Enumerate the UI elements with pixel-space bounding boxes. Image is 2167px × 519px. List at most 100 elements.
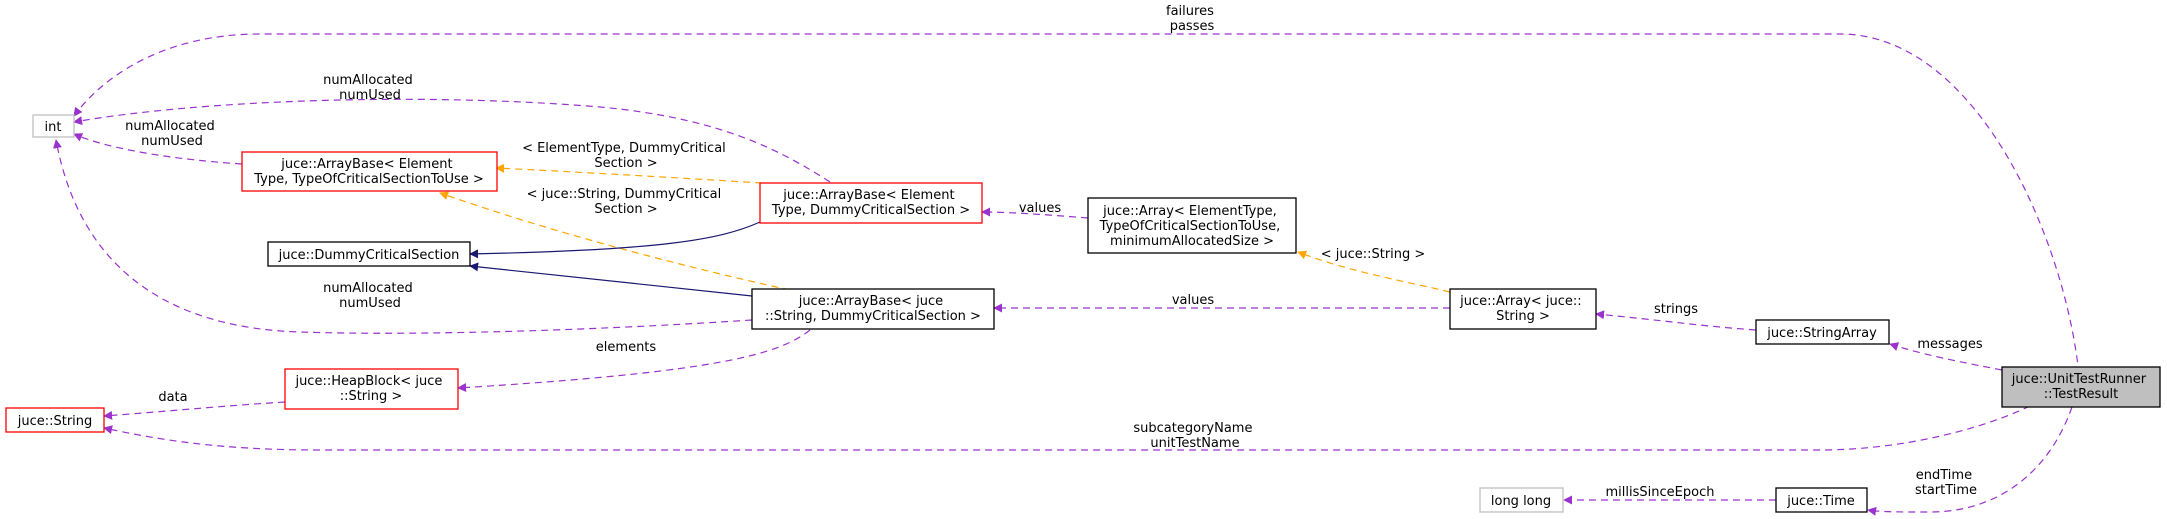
node-label: juce::Array< juce:: String > — [1459, 294, 1586, 324]
node-label-line: TypeOfCriticalSectionToUse, — [1099, 219, 1281, 234]
node-box — [267, 241, 471, 267]
node-label: juce::Time — [1786, 494, 1855, 509]
label-line: subcategoryName — [1133, 421, 1252, 436]
edge-strings — [1595, 310, 1757, 331]
label-line: unitTestName — [1150, 436, 1239, 451]
node-label: juce::UnitTestRunner ::TestResult — [2011, 372, 2150, 402]
node-label: juce::Array< ElementType, TypeOfCritical… — [1099, 204, 1285, 249]
label-template-string-dcs: < juce::String, DummyCritical Section > — [527, 187, 726, 217]
node-label-line: Type, TypeOfCriticalSectionToUse > — [253, 172, 484, 187]
label-line: numUsed — [339, 88, 401, 103]
node-box — [2001, 366, 2161, 408]
label-template-element-dcs: < ElementType, DummyCritical Section > — [522, 141, 730, 171]
node-stringarray[interactable]: juce::StringArray — [1755, 319, 1890, 345]
label-values-mid: values — [1172, 293, 1215, 308]
node-box — [1775, 487, 1868, 513]
edge-template-string — [1297, 250, 1451, 293]
node-label-line: juce::UnitTestRunner — [2011, 372, 2147, 387]
node-label-line: juce::ArrayBase< Element — [782, 188, 954, 203]
node-label-line: juce::Array< ElementType, — [1102, 204, 1277, 219]
node-box — [32, 114, 75, 138]
label-strings: strings — [1654, 302, 1698, 317]
node-box — [1755, 319, 1890, 345]
node-label: juce::String — [17, 414, 93, 429]
node-label-line: ::TestResult — [2044, 387, 2119, 402]
node-label-line: juce::Array< juce:: — [1459, 294, 1582, 309]
label-endtime-starttime: endTime startTime — [1915, 468, 1977, 498]
label-numalloc-bottom: numAllocated numUsed — [323, 281, 417, 311]
node-box — [1449, 288, 1597, 330]
edge-labels: failures passes numAllocated numUsed num… — [125, 4, 1983, 500]
node-box — [5, 407, 105, 433]
node-label: juce::DummyCriticalSection — [278, 248, 460, 263]
label-line: numUsed — [339, 296, 401, 311]
node-label-line: Type, DummyCriticalSection > — [771, 203, 970, 218]
label-line: passes — [1170, 19, 1215, 34]
label-line: startTime — [1915, 483, 1977, 498]
edge-template-element-dcs — [495, 163, 763, 184]
node-label-line: ::String > — [340, 389, 403, 404]
nodes: int juce::ArrayBase< Element Type, TypeO… — [5, 114, 2161, 513]
node-label: juce::ArrayBase< Element Type, TypeOfCri… — [253, 157, 484, 187]
node-arraybase-generic[interactable]: juce::ArrayBase< Element Type, TypeOfCri… — [241, 151, 498, 192]
edge-elements — [457, 329, 811, 392]
node-juce-time[interactable]: juce::Time — [1775, 487, 1868, 513]
node-box — [241, 151, 498, 192]
node-long-long[interactable]: long long — [1479, 487, 1564, 513]
node-label: int — [45, 120, 62, 135]
label-line: endTime — [1916, 468, 1972, 483]
label-line: numAllocated — [125, 119, 215, 134]
label-line: numAllocated — [323, 73, 413, 88]
label-line: numAllocated — [323, 281, 413, 296]
edge-numalloc-top — [73, 98, 831, 183]
label-line: numUsed — [141, 134, 203, 149]
edge-endtime-starttime — [1867, 406, 2073, 516]
node-juce-string[interactable]: juce::String — [5, 407, 105, 433]
node-box — [751, 288, 995, 330]
label-line: Section > — [594, 156, 657, 171]
label-template-string: < juce::String > — [1321, 247, 1426, 262]
label-millis: millisSinceEpoch — [1606, 485, 1715, 500]
edges — [53, 33, 2081, 516]
node-arraybase-string-dcs[interactable]: juce::ArrayBase< juce ::String, DummyCri… — [751, 288, 995, 330]
edge-inherit-string-dcs — [469, 262, 753, 297]
node-label-line: String > — [1496, 309, 1550, 324]
node-box — [284, 368, 459, 410]
node-arraybase-element-dcs[interactable]: juce::ArrayBase< Element Type, DummyCrit… — [759, 182, 983, 224]
node-label: juce::StringArray — [1766, 326, 1877, 341]
node-label-line: minimumAllocatedSize > — [1110, 234, 1274, 249]
edge-data — [103, 401, 286, 420]
node-label: juce::ArrayBase< juce ::String, DummyCri… — [765, 294, 981, 324]
node-array-generic[interactable]: juce::Array< ElementType, TypeOfCritical… — [1087, 197, 1297, 254]
label-data: data — [158, 390, 187, 405]
node-dummy-critical-section[interactable]: juce::DummyCriticalSection — [267, 241, 471, 267]
label-line: failures — [1166, 4, 1214, 19]
edge-inherit-element-dcs — [469, 221, 761, 259]
label-line: < ElementType, DummyCritical — [522, 141, 726, 156]
node-box — [759, 182, 983, 224]
label-messages: messages — [1917, 337, 1982, 352]
node-label-line: ::String, DummyCriticalSection > — [765, 309, 981, 324]
label-subcategory-unittest: subcategoryName unitTestName — [1133, 421, 1256, 451]
label-failures-passes: failures passes — [1166, 4, 1218, 34]
label-line: < juce::String, DummyCritical — [527, 187, 722, 202]
label-line: Section > — [594, 202, 657, 217]
node-testresult[interactable]: juce::UnitTestRunner ::TestResult — [2001, 366, 2161, 408]
node-heapblock[interactable]: juce::HeapBlock< juce ::String > — [284, 368, 459, 410]
edge-values-top — [981, 207, 1089, 219]
node-array-string[interactable]: juce::Array< juce:: String > — [1449, 288, 1597, 330]
node-label-line: juce::ArrayBase< juce — [798, 294, 943, 309]
label-values-top: values — [1019, 201, 1062, 216]
edge-failures-passes — [73, 33, 2081, 387]
label-elements: elements — [596, 340, 657, 355]
node-label: juce::HeapBlock< juce ::String > — [294, 374, 446, 404]
edge-subcategory-unittest — [103, 405, 2031, 451]
node-box — [1087, 197, 1297, 254]
edge-numalloc-bottom — [53, 139, 753, 334]
edge-template-string-dcs — [439, 191, 791, 291]
label-numalloc-left: numAllocated numUsed — [125, 119, 219, 149]
node-int[interactable]: int — [32, 114, 75, 138]
node-label-line: juce::ArrayBase< Element — [280, 157, 452, 172]
node-label: juce::ArrayBase< Element Type, DummyCrit… — [771, 188, 970, 218]
